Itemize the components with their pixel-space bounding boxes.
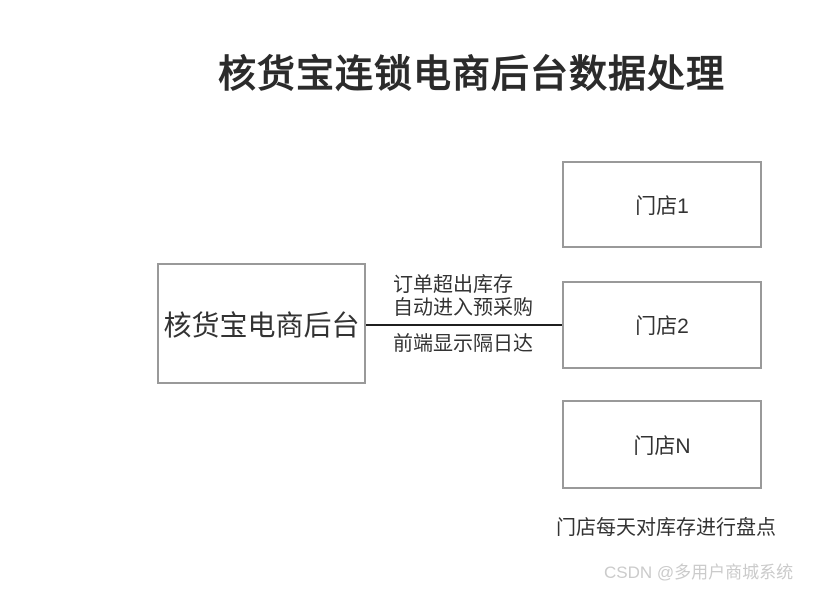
edge-label-above-line: 订单超出库存 自动进入预采购 xyxy=(393,274,533,320)
store-node-2-label: 门店2 xyxy=(635,315,689,338)
store-node-2: 门店2 xyxy=(562,281,762,369)
store-node-1-label: 门店1 xyxy=(635,194,689,218)
page-title: 核货宝连锁电商后台数据处理 xyxy=(218,54,726,96)
watermark: CSDN @多用户商城系统 xyxy=(604,563,794,582)
bottom-note: 门店每天对库存进行盘点 xyxy=(556,517,776,539)
edge-label-line2: 自动进入预采购 xyxy=(393,297,533,319)
backend-node: 核货宝电商后台 xyxy=(157,263,366,384)
store-node-n-label: 门店N xyxy=(633,434,691,458)
edge-label-line1: 订单超出库存 xyxy=(393,274,513,296)
store-node-n: 门店N xyxy=(562,400,762,489)
edge-label-below-line: 前端显示隔日达 xyxy=(393,333,533,355)
backend-node-label: 核货宝电商后台 xyxy=(163,309,360,341)
store-node-1: 门店1 xyxy=(562,161,762,248)
connector-line xyxy=(366,324,562,326)
